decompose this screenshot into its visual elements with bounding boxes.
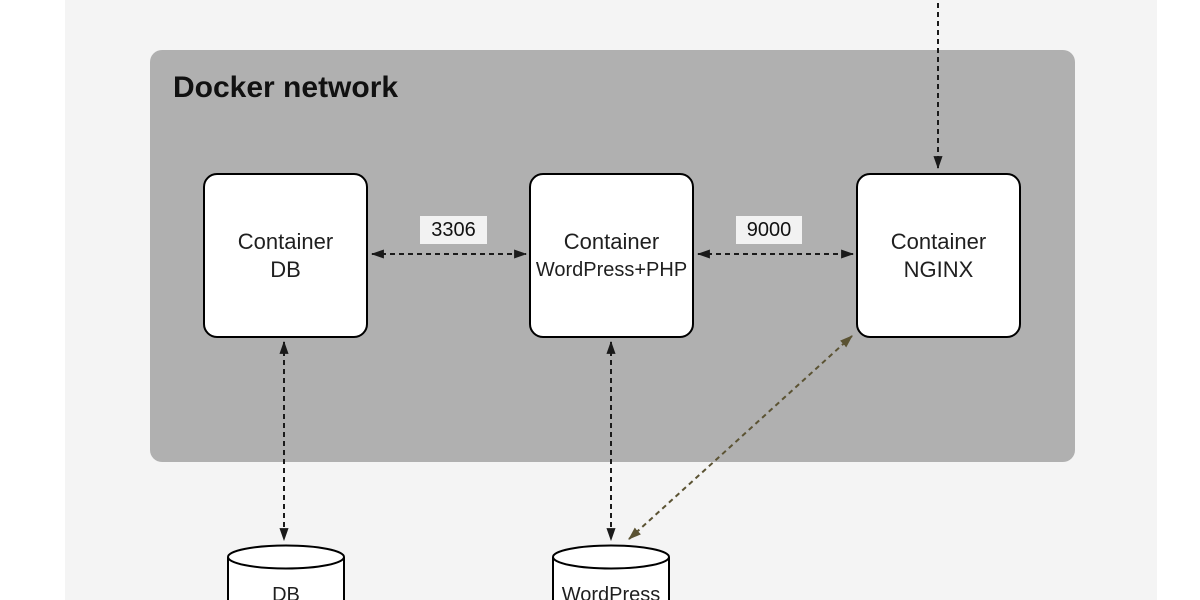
port-badge-3306-label: 3306	[431, 218, 476, 241]
docker-network-title: Docker network	[173, 71, 399, 104]
volume-wordpress-cylinder: WordPress	[552, 544, 670, 600]
node-container-wordpress: Container WordPress+PHP	[529, 173, 694, 338]
node-container-nginx: Container NGINX	[856, 173, 1021, 338]
volume-wordpress-cylinder-top	[552, 544, 670, 570]
node-container-nginx-label-line1: Container	[890, 228, 987, 254]
node-container-db-label-line2: DB	[270, 256, 301, 282]
volume-wordpress-cylinder-body	[552, 557, 670, 600]
page-margin-right	[1157, 0, 1200, 600]
volume-db-label: DB	[272, 584, 300, 600]
node-container-db: Container DB	[203, 173, 368, 338]
node-container-nginx-label-line2: NGINX	[903, 256, 974, 282]
port-badge-9000-label: 9000	[746, 218, 792, 241]
volume-db-cylinder-top	[227, 544, 345, 570]
node-container-wordpress-label-line2: WordPress+PHP	[535, 258, 688, 281]
port-badge-3306: 3306	[420, 216, 487, 244]
volume-wordpress-label: WordPress	[562, 584, 661, 600]
node-container-db-label-line1: Container	[237, 228, 334, 254]
port-badge-9000: 9000	[736, 216, 802, 244]
page-margin-left	[0, 0, 65, 600]
volume-db-cylinder-body	[227, 557, 345, 600]
node-container-wordpress-label-line1: Container	[563, 228, 660, 254]
volume-db-cylinder: DB	[227, 544, 345, 600]
